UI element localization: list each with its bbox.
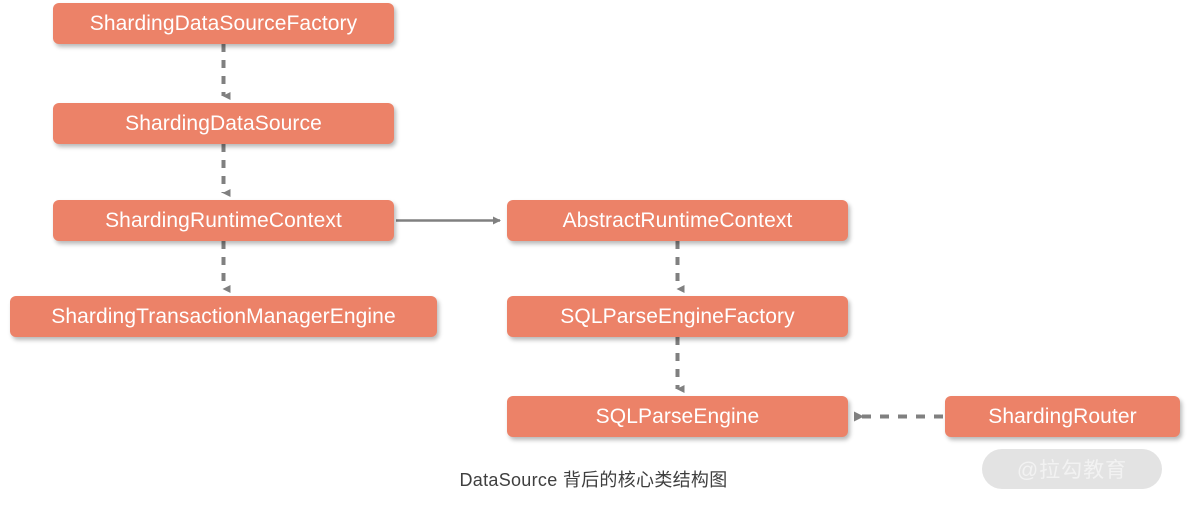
node-sharding-router[interactable]: ShardingRouter [945, 396, 1180, 437]
node-abstract-runtime-context[interactable]: AbstractRuntimeContext [507, 200, 848, 241]
node-label: SQLParseEngineFactory [560, 304, 795, 328]
node-label: AbstractRuntimeContext [562, 208, 793, 232]
watermark: @拉勾教育 [982, 449, 1162, 489]
node-sql-parse-engine[interactable]: SQLParseEngine [507, 396, 848, 437]
node-label: ShardingTransactionManagerEngine [51, 304, 396, 328]
node-label: SQLParseEngine [595, 404, 760, 428]
node-label: ShardingRuntimeContext [105, 208, 342, 232]
diagram-caption: DataSource 背后的核心类结构图 [459, 470, 728, 490]
node-sharding-transaction-manager-engine[interactable]: ShardingTransactionManagerEngine [10, 296, 437, 337]
node-label: ShardingRouter [988, 404, 1137, 428]
node-sharding-runtime-context[interactable]: ShardingRuntimeContext [53, 200, 394, 241]
node-label: ShardingDataSourceFactory [89, 11, 358, 35]
node-label: ShardingDataSource [125, 111, 322, 135]
node-sql-parse-engine-factory[interactable]: SQLParseEngineFactory [507, 296, 848, 337]
node-sharding-datasource-factory[interactable]: ShardingDataSourceFactory [53, 3, 394, 44]
watermark-label: @拉勾教育 [1016, 459, 1128, 482]
node-sharding-datasource[interactable]: ShardingDataSource [53, 103, 394, 144]
